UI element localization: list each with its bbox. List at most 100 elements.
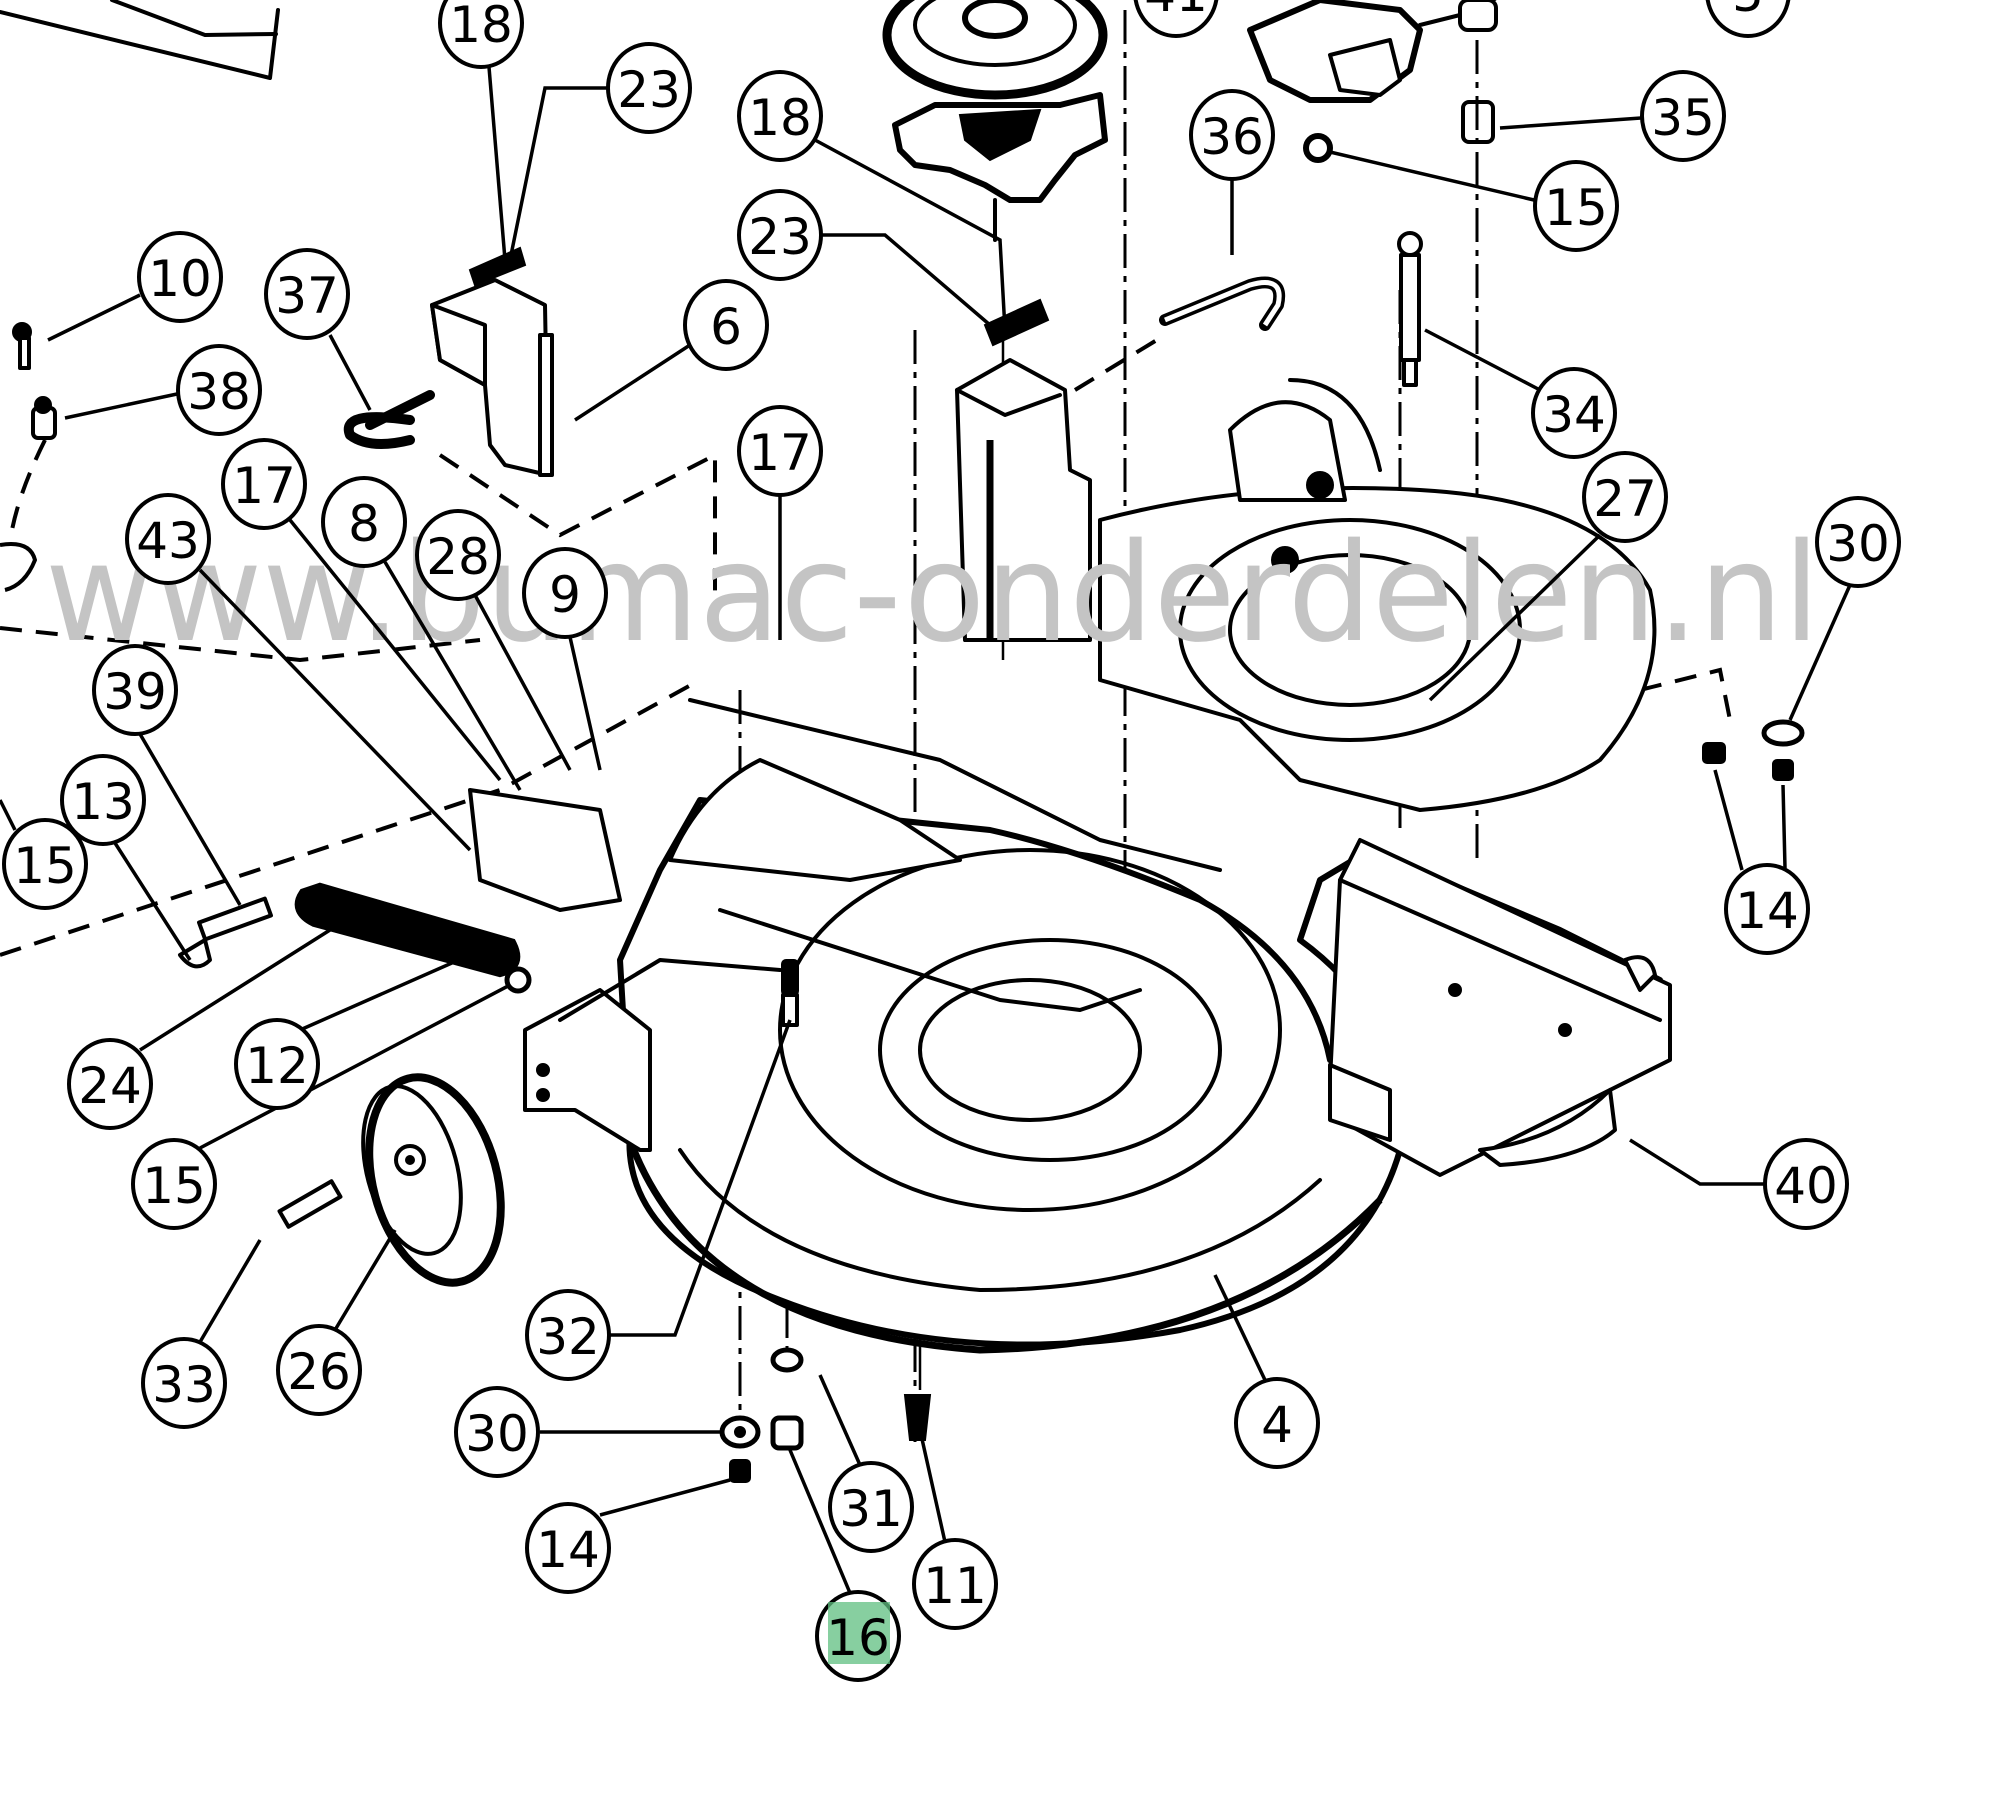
watermark: www.bumac-onderdelen.nl bbox=[45, 515, 1820, 673]
leader-line-32 bbox=[610, 1019, 792, 1337]
leader-line-16 bbox=[788, 1449, 852, 1594]
callout-23-spring[interactable]: 23 bbox=[606, 42, 692, 134]
leader-line-34 bbox=[1424, 328, 1541, 392]
callout-13-bolt[interactable]: 13 bbox=[60, 754, 146, 846]
callout-circle bbox=[737, 70, 823, 162]
callout-circle bbox=[525, 1502, 611, 1594]
callout-40-deflector[interactable]: 40 bbox=[1763, 1138, 1849, 1230]
callout-label: 5 bbox=[1732, 0, 1764, 23]
callout-41-pulley-assembly[interactable]: 41 bbox=[1133, 0, 1219, 38]
callout-label: 23 bbox=[617, 61, 681, 119]
shoulder-bolt-34-shape bbox=[1397, 231, 1423, 387]
callout-label: 30 bbox=[1826, 515, 1890, 573]
callout-15-nut[interactable]: 15 bbox=[2, 818, 88, 910]
callout-33-wheel-bolt[interactable]: 33 bbox=[141, 1337, 227, 1429]
callout-17-screw[interactable]: 17 bbox=[221, 438, 307, 530]
callout-circle bbox=[137, 231, 223, 323]
callout-circle bbox=[912, 1538, 998, 1630]
callout-label: 11 bbox=[923, 1557, 987, 1615]
callout-11-bolt[interactable]: 11 bbox=[912, 1538, 998, 1630]
callout-label: 31 bbox=[839, 1480, 903, 1538]
leader-line-17 bbox=[288, 518, 502, 782]
callout-label: 15 bbox=[1544, 179, 1608, 237]
callout-35-spacer[interactable]: 35 bbox=[1640, 70, 1726, 162]
nut-15-shape bbox=[1303, 133, 1333, 163]
callout-circle bbox=[2, 818, 88, 910]
pin-39-bolt-13-shape bbox=[178, 896, 273, 969]
callout-circle bbox=[683, 279, 769, 371]
callout-label: 24 bbox=[78, 1057, 142, 1115]
callout-36-hook-pin[interactable]: 36 bbox=[1189, 89, 1275, 181]
leader-lines bbox=[0, 66, 1852, 1594]
callout-37-hook-pin[interactable]: 37 bbox=[264, 248, 350, 340]
callout-14-locknut[interactable]: 14 bbox=[525, 1502, 611, 1594]
callout-34-shoulder-bolt[interactable]: 34 bbox=[1531, 367, 1617, 459]
callout-5-idler-arm[interactable]: 5 bbox=[1705, 0, 1791, 38]
leader-line-35 bbox=[1499, 116, 1642, 130]
callout-label: 15 bbox=[142, 1157, 206, 1215]
callout-circle bbox=[141, 1337, 227, 1429]
callout-circle bbox=[276, 1324, 362, 1416]
callout-23-spring[interactable]: 23 bbox=[737, 189, 823, 281]
callout-18-belt-guide[interactable]: 18 bbox=[438, 0, 524, 69]
callout-label: 32 bbox=[536, 1308, 600, 1366]
connector-lines bbox=[0, 333, 1732, 957]
callout-15-nut[interactable]: 15 bbox=[131, 1138, 217, 1230]
callout-label: 14 bbox=[536, 1521, 600, 1579]
callout-circle bbox=[1705, 0, 1791, 38]
callout-17-screw[interactable]: 17 bbox=[737, 405, 823, 497]
hardware-bottom bbox=[719, 1347, 932, 1483]
callout-circle bbox=[737, 405, 823, 497]
callout-26-wheel[interactable]: 26 bbox=[276, 1324, 362, 1416]
callout-label: 35 bbox=[1651, 89, 1715, 147]
callout-32-stud[interactable]: 32 bbox=[525, 1289, 611, 1381]
leader-line-15 bbox=[0, 799, 17, 831]
callout-6-bracket[interactable]: 6 bbox=[683, 279, 769, 371]
callout-label: 13 bbox=[71, 773, 135, 831]
callout-label: 9 bbox=[549, 566, 581, 624]
callout-27-belt-guard[interactable]: 27 bbox=[1582, 451, 1668, 543]
callout-circle bbox=[131, 1138, 217, 1230]
hook-pin-36-shape bbox=[1159, 276, 1286, 331]
belt-guard-27-shape bbox=[1098, 378, 1657, 812]
callout-4-deck-housing[interactable]: 4 bbox=[1234, 1377, 1320, 1469]
part-drawings bbox=[0, 0, 1805, 1483]
callout-label: 17 bbox=[748, 424, 812, 482]
callout-circle bbox=[264, 248, 350, 340]
callout-43-bracket[interactable]: 43 bbox=[125, 493, 211, 585]
callout-10-bolt[interactable]: 10 bbox=[137, 231, 223, 323]
callout-18-belt-guide[interactable]: 18 bbox=[737, 70, 823, 162]
callout-39-pin[interactable]: 39 bbox=[92, 644, 178, 736]
callout-15-nut[interactable]: 15 bbox=[1533, 160, 1619, 252]
callout-8-screw[interactable]: 8 bbox=[321, 476, 407, 568]
callout-16-nut[interactable]: 16 bbox=[815, 1590, 901, 1682]
callout-30-washer[interactable]: 30 bbox=[454, 1386, 540, 1478]
callout-24-spring[interactable]: 24 bbox=[67, 1038, 153, 1130]
left-mount-bracket bbox=[468, 788, 782, 1152]
callout-circle bbox=[522, 547, 608, 639]
leader-line-11 bbox=[918, 1429, 947, 1543]
callout-9-bracket[interactable]: 9 bbox=[522, 547, 608, 639]
callout-12-bolt[interactable]: 12 bbox=[234, 1018, 320, 1110]
belt-guide-bracket bbox=[955, 358, 1092, 642]
callout-14-locknut[interactable]: 14 bbox=[1724, 863, 1810, 955]
callout-label: 30 bbox=[465, 1405, 529, 1463]
spring-23-shape bbox=[983, 298, 1050, 347]
leader-line-12 bbox=[299, 953, 471, 1032]
leader-line-14 bbox=[599, 1478, 731, 1517]
callout-38-spacer[interactable]: 38 bbox=[176, 344, 262, 436]
callout-circle bbox=[221, 438, 307, 530]
callout-31-washer[interactable]: 31 bbox=[828, 1461, 914, 1553]
leader-line-27 bbox=[1428, 533, 1602, 702]
callout-circle bbox=[1531, 367, 1617, 459]
callout-28-nut[interactable]: 28 bbox=[415, 509, 501, 601]
highlight-marker bbox=[828, 1602, 890, 1664]
callout-circle bbox=[415, 509, 501, 601]
leader-line-33 bbox=[198, 1239, 262, 1343]
leader-line-9 bbox=[568, 636, 602, 771]
leader-line-15 bbox=[1329, 150, 1535, 202]
leader-line-38 bbox=[64, 392, 178, 420]
callout-30-washer[interactable]: 30 bbox=[1815, 496, 1901, 588]
callout-circle bbox=[454, 1386, 540, 1478]
leader-line-18 bbox=[487, 66, 507, 261]
